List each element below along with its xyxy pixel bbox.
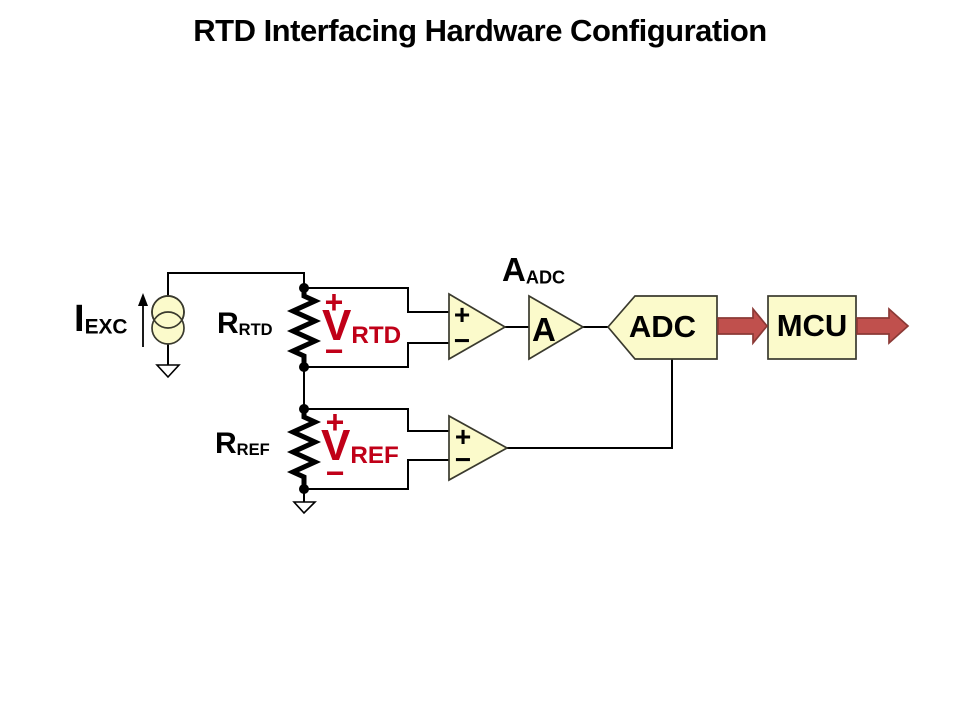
junction-dot bbox=[299, 404, 309, 414]
adc-label: ADC bbox=[628, 309, 697, 344]
adc-gain-label: AADC bbox=[502, 253, 565, 287]
excitation-current-label: IEXC bbox=[74, 300, 128, 339]
opamp-plus-sign: + bbox=[453, 299, 471, 330]
ref-resistor-icon bbox=[286, 410, 322, 489]
adc-gain-main: A bbox=[502, 251, 526, 288]
current-source-icon bbox=[151, 295, 185, 345]
amplifier-triangle bbox=[528, 294, 585, 361]
opamp-triangle bbox=[448, 292, 507, 361]
wire bbox=[304, 342, 449, 368]
wire bbox=[167, 272, 305, 297]
opamp-minus-sign: − bbox=[453, 325, 471, 356]
ref-voltage-main: V bbox=[321, 421, 351, 470]
ground-icon bbox=[155, 364, 181, 379]
rtd-resistor-icon bbox=[286, 289, 322, 367]
wire bbox=[304, 459, 449, 490]
ref-voltage-subscript: REF bbox=[350, 442, 399, 470]
wire bbox=[304, 287, 449, 313]
wires bbox=[167, 272, 673, 502]
junction-dot bbox=[299, 484, 309, 494]
opamp-plus-sign: + bbox=[454, 421, 472, 452]
wire bbox=[304, 408, 449, 432]
rtd-voltage-plus: + bbox=[324, 284, 344, 320]
signal-arrow bbox=[856, 307, 910, 345]
adc-gain-subscript: ADC bbox=[525, 267, 566, 288]
ground-icon bbox=[292, 501, 317, 515]
rtd-resistor-main: R bbox=[217, 307, 239, 340]
junction-dot bbox=[299, 362, 309, 372]
signal-arrow bbox=[717, 306, 769, 346]
opamp-triangle bbox=[448, 414, 509, 482]
ref-voltage-minus: − bbox=[325, 455, 345, 491]
adc-pentagon bbox=[606, 295, 718, 360]
opamp-minus-sign: − bbox=[454, 444, 472, 475]
mcu-label: MCU bbox=[776, 308, 848, 343]
excitation-current-subscript: EXC bbox=[84, 315, 128, 339]
rtd-voltage-label: VRTD bbox=[322, 304, 401, 348]
mcu-box bbox=[767, 295, 857, 360]
amplifier-label: A bbox=[532, 311, 556, 348]
junction-dot bbox=[299, 283, 309, 293]
current-source-circle-outline bbox=[151, 295, 185, 329]
wire bbox=[506, 359, 673, 449]
rtd-resistor-subscript: RTD bbox=[238, 321, 273, 340]
excitation-arrow-head bbox=[138, 293, 148, 306]
ref-voltage-label: VREF bbox=[321, 424, 399, 468]
rtd-voltage-main: V bbox=[322, 301, 352, 350]
excitation-current-main: I bbox=[74, 298, 85, 340]
ref-resistor-label: RREF bbox=[215, 429, 270, 459]
rtd-voltage-subscript: RTD bbox=[351, 322, 402, 350]
rtd-voltage-minus: − bbox=[324, 333, 344, 369]
rtd-resistor-label: RRTD bbox=[217, 309, 273, 339]
ref-resistor-subscript: REF bbox=[236, 441, 270, 460]
ref-resistor-main: R bbox=[215, 427, 237, 460]
page-title: RTD Interfacing Hardware Configuration bbox=[193, 13, 767, 48]
excitation-arrow-icon bbox=[138, 293, 148, 347]
ref-voltage-plus: + bbox=[325, 404, 345, 440]
